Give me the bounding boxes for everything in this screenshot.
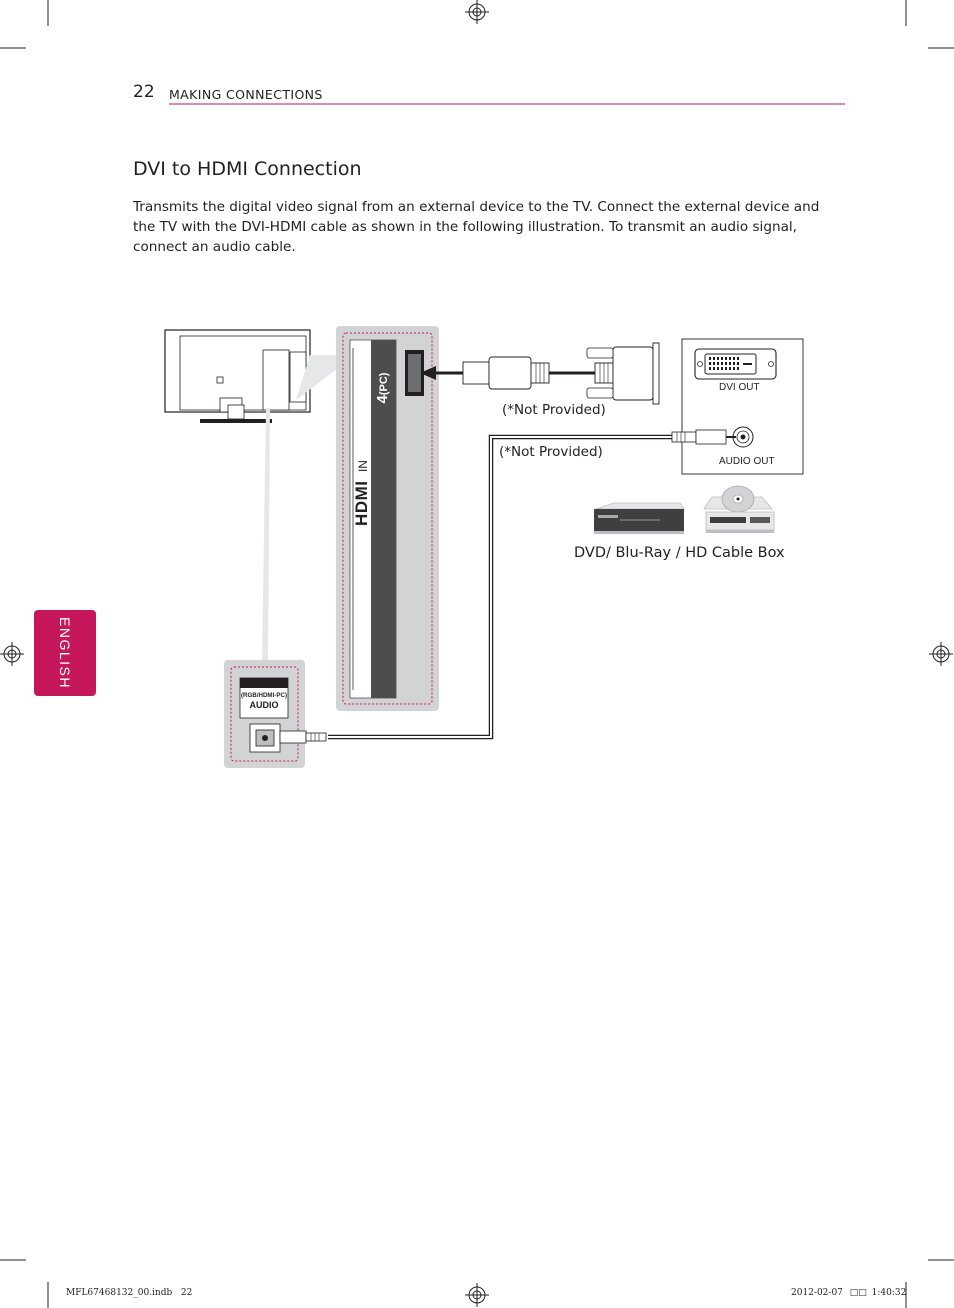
registration-mark-left bbox=[0, 642, 24, 666]
registration-mark-top bbox=[465, 0, 489, 24]
not-provided-dvi-label: (*Not Provided) bbox=[502, 402, 606, 418]
hdmi-panel bbox=[336, 326, 439, 711]
audio-out-label: AUDIO OUT bbox=[719, 456, 775, 467]
hdmi-logo: HDMI bbox=[352, 480, 371, 526]
audio-plug-tv bbox=[279, 730, 327, 744]
not-provided-audio-label: (*Not Provided) bbox=[499, 444, 603, 460]
page-title: DVI to HDMI Connection bbox=[133, 158, 362, 180]
body-paragraph: Transmits the digital video signal from … bbox=[133, 199, 820, 255]
hdmi-in-group: HDMI IN bbox=[352, 460, 372, 526]
tv-rear-illustration bbox=[164, 329, 311, 423]
dvi-hdmi-cable bbox=[420, 342, 660, 405]
tv-audio-panel bbox=[224, 660, 305, 768]
audio-panel-sub-label: (RGB/HDMI-PC) bbox=[240, 692, 288, 699]
footer-date: 2012-02-07 □□ 1:40:32 bbox=[791, 1288, 906, 1298]
section-title: MAKING CONNECTIONS bbox=[169, 87, 323, 102]
zoom-beam-hdmi bbox=[296, 355, 338, 400]
dvi-out-label: DVI OUT bbox=[719, 382, 760, 393]
hdmi-port-number-group: 4(PC) bbox=[374, 373, 392, 404]
footer-time: 1:40:32 bbox=[871, 1288, 907, 1298]
audio-plug-device bbox=[671, 429, 736, 445]
registration-mark-right bbox=[929, 642, 953, 666]
footer-date-value: 2012-02-07 bbox=[791, 1288, 843, 1298]
dvi-pins bbox=[709, 357, 752, 370]
language-tab-label: ENGLISH bbox=[57, 617, 73, 689]
audio-cable bbox=[328, 434, 672, 740]
footer-file: MFL67468132_00.indb 22 bbox=[66, 1288, 193, 1298]
hdmi-port-sub-label: (PC) bbox=[378, 372, 390, 396]
language-tab: ENGLISH bbox=[34, 610, 96, 696]
registration-mark-bottom bbox=[465, 1283, 489, 1307]
dvd-player-illustration bbox=[594, 502, 685, 534]
hdmi-port-number: 4 bbox=[374, 395, 391, 404]
device-connector-box bbox=[681, 338, 804, 475]
page-number: 22 bbox=[133, 82, 155, 102]
audio-panel-label: AUDIO bbox=[249, 700, 279, 710]
zoom-beam-audio bbox=[262, 408, 270, 660]
hdmi-in-label: IN bbox=[356, 460, 370, 473]
devices-caption: DVD/ Blu-Ray / HD Cable Box bbox=[574, 545, 785, 561]
bluray-player-illustration bbox=[703, 485, 775, 533]
footer-date-box: □□ bbox=[849, 1288, 867, 1298]
